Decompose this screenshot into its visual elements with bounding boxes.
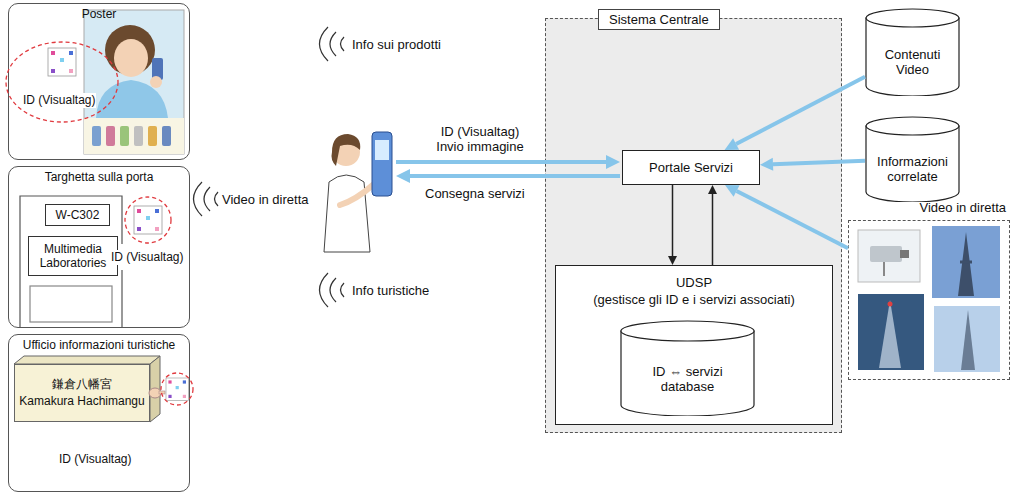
node-label: Ufficio informazioni turistiche [9,338,189,353]
highlight-circle [125,197,171,243]
radio-waves [194,27,345,307]
annotation-label: ID (Visualtag) [22,93,96,108]
database-cylinder: ID ⇔ servizi database [620,320,755,416]
node-label: Video in diretta [848,200,1010,215]
service-portal: Portale Servizi [622,150,760,185]
content-cylinder: Informazioni correlate [865,116,960,202]
visualtag-icon [134,206,162,234]
central-system: Sistema CentralePortale ServiziUDSP(gest… [545,18,842,433]
door-drawing [20,196,122,327]
node-label: Kamakura Hachimangu [19,393,144,410]
flow-arrow [760,158,865,171]
flow-arrow [668,185,677,265]
node-label: 鎌倉八幡宮 [52,376,112,393]
node-label: UDSP [556,274,832,291]
phone-portal-arrows [396,155,620,183]
node-label: W-C302 [56,208,100,222]
visualtag-icon [48,48,76,76]
node-label: Informazioni correlate [869,154,957,184]
lab-name-plate: Multimedia Laboratories [28,236,118,276]
source-panel: Targhetta sulla portaW-C302Multimedia La… [8,166,190,328]
node-label: Sistema Centrale [598,9,720,30]
annotation-label: Consegna servizi [425,186,525,201]
flow-arrow [725,185,848,248]
flow-arrow [708,185,717,265]
udsp-box: UDSP(gestisce gli ID e i servizi associa… [555,265,833,425]
node-label: ID ⇔ servizi database [640,364,735,394]
node-label: Multimedia Laboratories [31,242,115,270]
highlight-circle [6,42,118,122]
info-board: 鎌倉八幡宮Kamakura Hachimangu [14,364,150,422]
person-with-phone [324,132,392,252]
board-3d-faces [14,356,160,422]
poster-picture [84,10,184,154]
highlight-circle [161,373,193,405]
room-number-plate: W-C302 [45,204,110,226]
annotation-label: Info sui prodotti [352,37,441,52]
content-cylinder: Contenuti Video [865,8,960,96]
node-label: Targhetta sulla porta [9,170,189,185]
visualtag-icon [166,378,188,400]
node-label: (gestisce gli ID e i servizi associati) [556,291,832,308]
node-label: Poster [9,7,189,22]
annotation-label: Info turistiche [352,283,429,298]
annotation-label: ID (Visualtag) [110,250,184,265]
live-video-photos [858,226,1000,372]
node-label: Contenuti Video [873,47,953,77]
node-label: Portale Servizi [649,160,733,175]
annotation-label: ID (Visualtag) Invio immagine [430,124,530,154]
annotation-label: ID (Visualtag) [58,452,132,467]
annotation-label: Video in diretta [222,192,309,207]
flow-arrow [725,77,865,150]
